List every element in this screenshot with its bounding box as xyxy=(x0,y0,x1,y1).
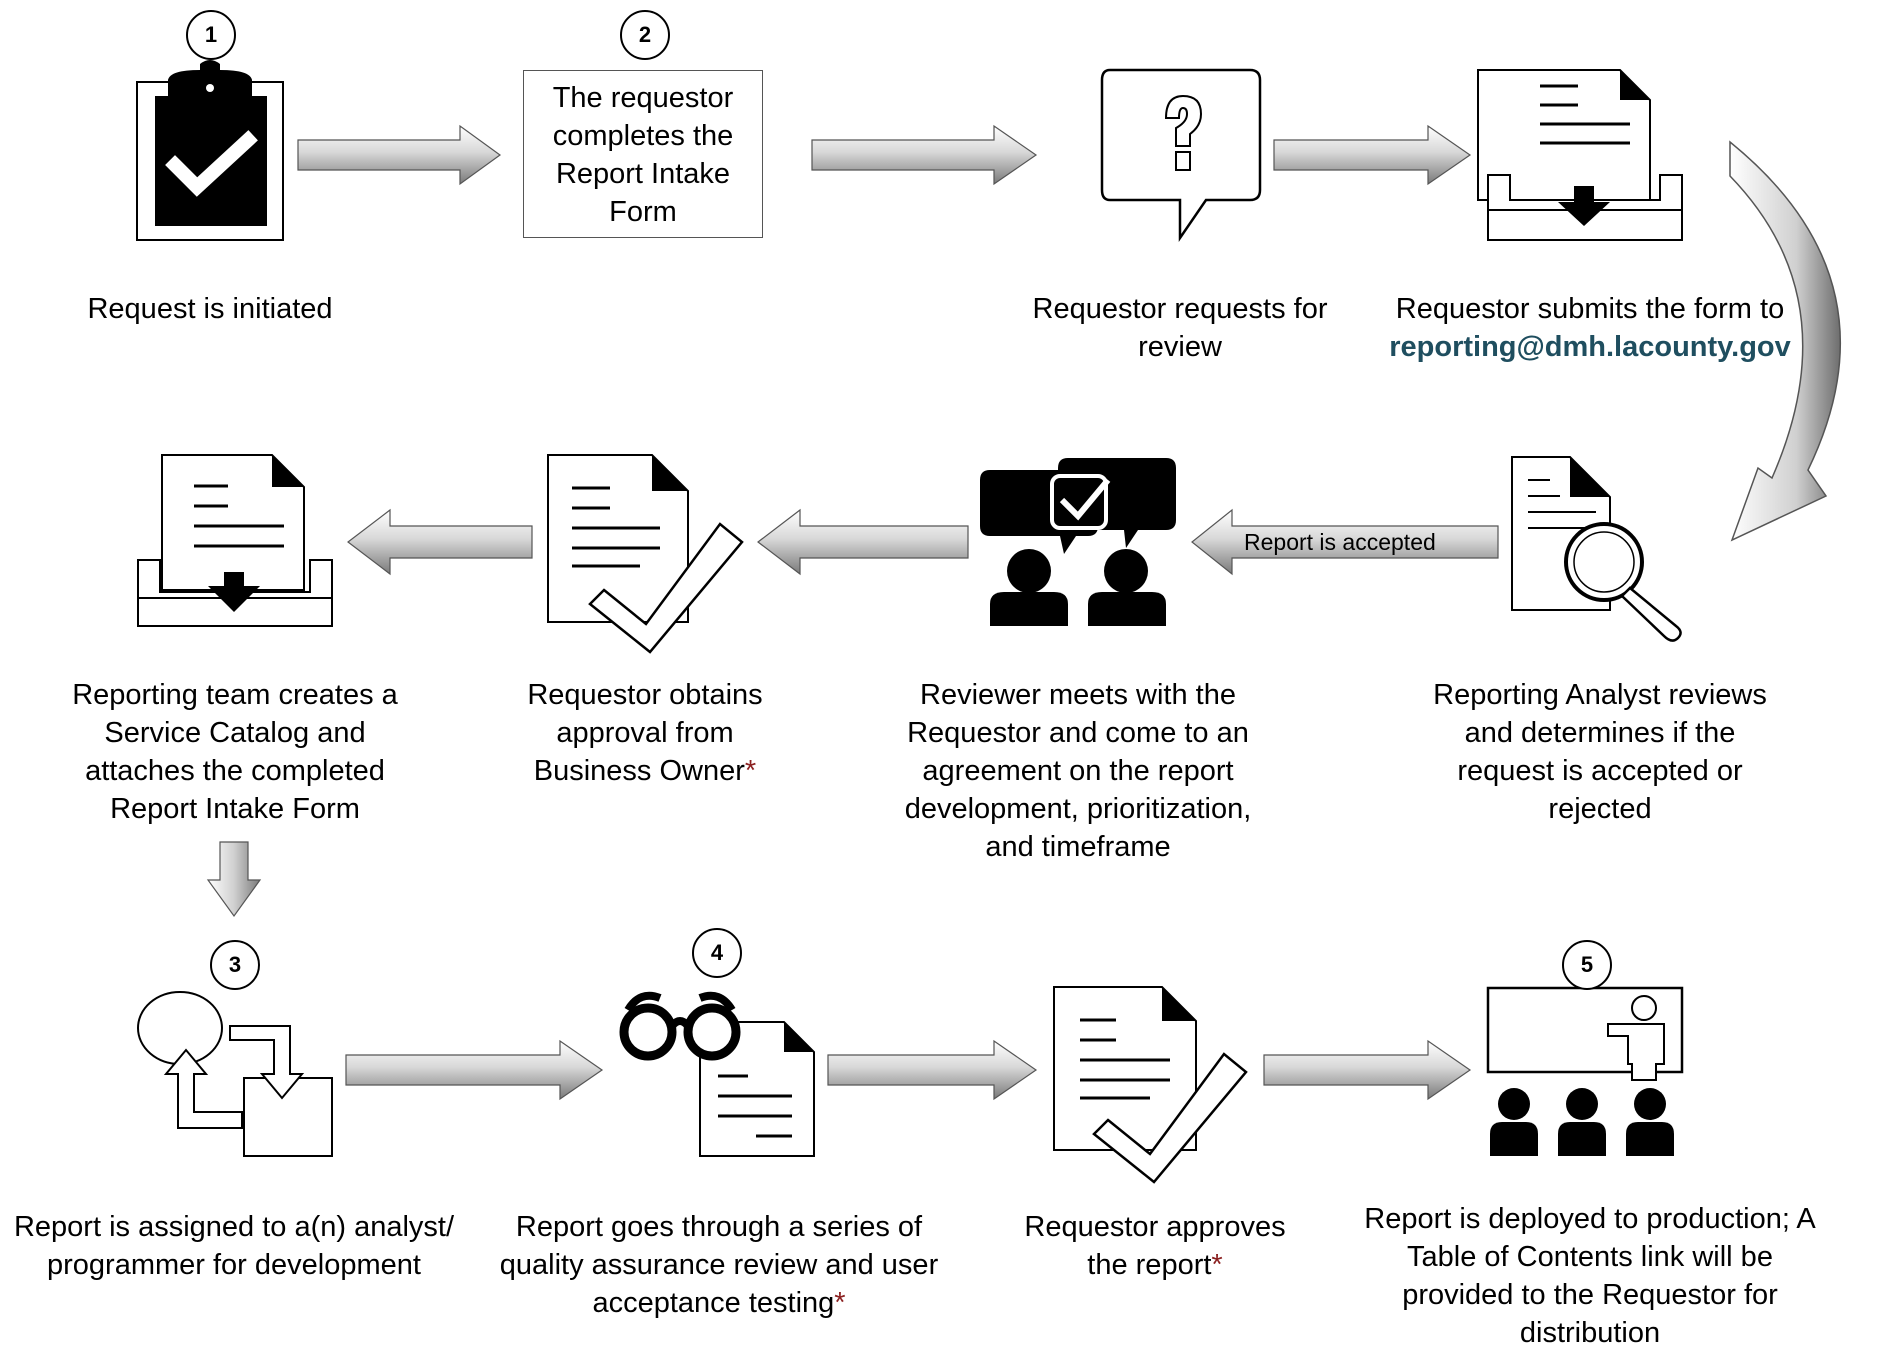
label-requests-review: Requestor requests for review xyxy=(1032,293,1328,363)
document-check-icon xyxy=(1053,986,1248,1184)
label-approves-report: Requestor approves the report* xyxy=(1010,1208,1300,1284)
label-deployed: Report is deployed to production; A Tabl… xyxy=(1364,1203,1816,1349)
submits-form-text: Requestor submits the form to xyxy=(1395,293,1785,325)
qa-testing-text: Report goes through a series of quality … xyxy=(499,1211,939,1319)
intake-form-box: The requestor completes the Report Intak… xyxy=(523,70,763,238)
label-assigned: Report is assigned to a(n) analyst/ prog… xyxy=(13,1211,455,1281)
step-number-5: 5 xyxy=(1562,940,1612,990)
label-reviewer-meets: Reviewer meets with the Requestor and co… xyxy=(904,679,1252,863)
clipboard-check-icon xyxy=(136,60,284,241)
meeting-chat-icon xyxy=(980,458,1176,626)
question-bubble-icon xyxy=(1100,68,1262,243)
arrow-row3-a xyxy=(345,1039,604,1101)
glasses-document-icon xyxy=(619,991,815,1157)
workflow-cycle-icon xyxy=(137,991,333,1157)
arrow-3 xyxy=(1273,124,1472,186)
document-check-icon xyxy=(547,454,744,654)
submit-email-link[interactable]: reporting@dmh.lacounty.gov xyxy=(1389,331,1791,363)
arrow-2 xyxy=(811,124,1038,186)
approves-report-text: Requestor approves the report xyxy=(1024,1211,1286,1281)
report-accepted-label: Report is accepted xyxy=(1244,529,1436,555)
arrow-row2-a xyxy=(757,508,969,576)
label-request-initiated: Request is initiated xyxy=(87,293,333,325)
label-qa-testing: Report goes through a series of quality … xyxy=(484,1208,954,1322)
inbox-document-icon xyxy=(137,454,333,627)
arrow-row2-b xyxy=(347,508,533,576)
label-submits-form: Requestor submits the form to reporting@… xyxy=(1370,290,1810,366)
label-team-creates: Reporting team creates a Service Catalog… xyxy=(72,679,398,825)
label-analyst-reviews: Reporting Analyst reviews and determines… xyxy=(1433,679,1767,825)
step-number-2: 2 xyxy=(620,10,670,60)
label-obtains-approval: Requestor obtains approval from Business… xyxy=(500,676,790,790)
asterisk-note: * xyxy=(1211,1249,1223,1281)
step-number-4: 4 xyxy=(692,928,742,978)
inbox-document-icon xyxy=(1477,69,1683,241)
arrow-1 xyxy=(297,124,502,186)
step-number-3: 3 xyxy=(210,940,260,990)
document-magnifier-icon xyxy=(1511,456,1682,642)
step-number-1: 1 xyxy=(186,10,236,60)
curved-arrow xyxy=(1729,140,1842,542)
arrow-row3-c xyxy=(1263,1039,1472,1101)
arrow-row3-b xyxy=(827,1039,1038,1101)
down-arrow xyxy=(206,841,262,918)
obtains-approval-text: Requestor obtains approval from Business… xyxy=(527,679,763,787)
report-accepted-arrow xyxy=(1191,508,1499,576)
asterisk-note: * xyxy=(834,1287,846,1319)
presentation-icon xyxy=(1486,986,1684,1156)
asterisk-note: * xyxy=(744,755,757,787)
